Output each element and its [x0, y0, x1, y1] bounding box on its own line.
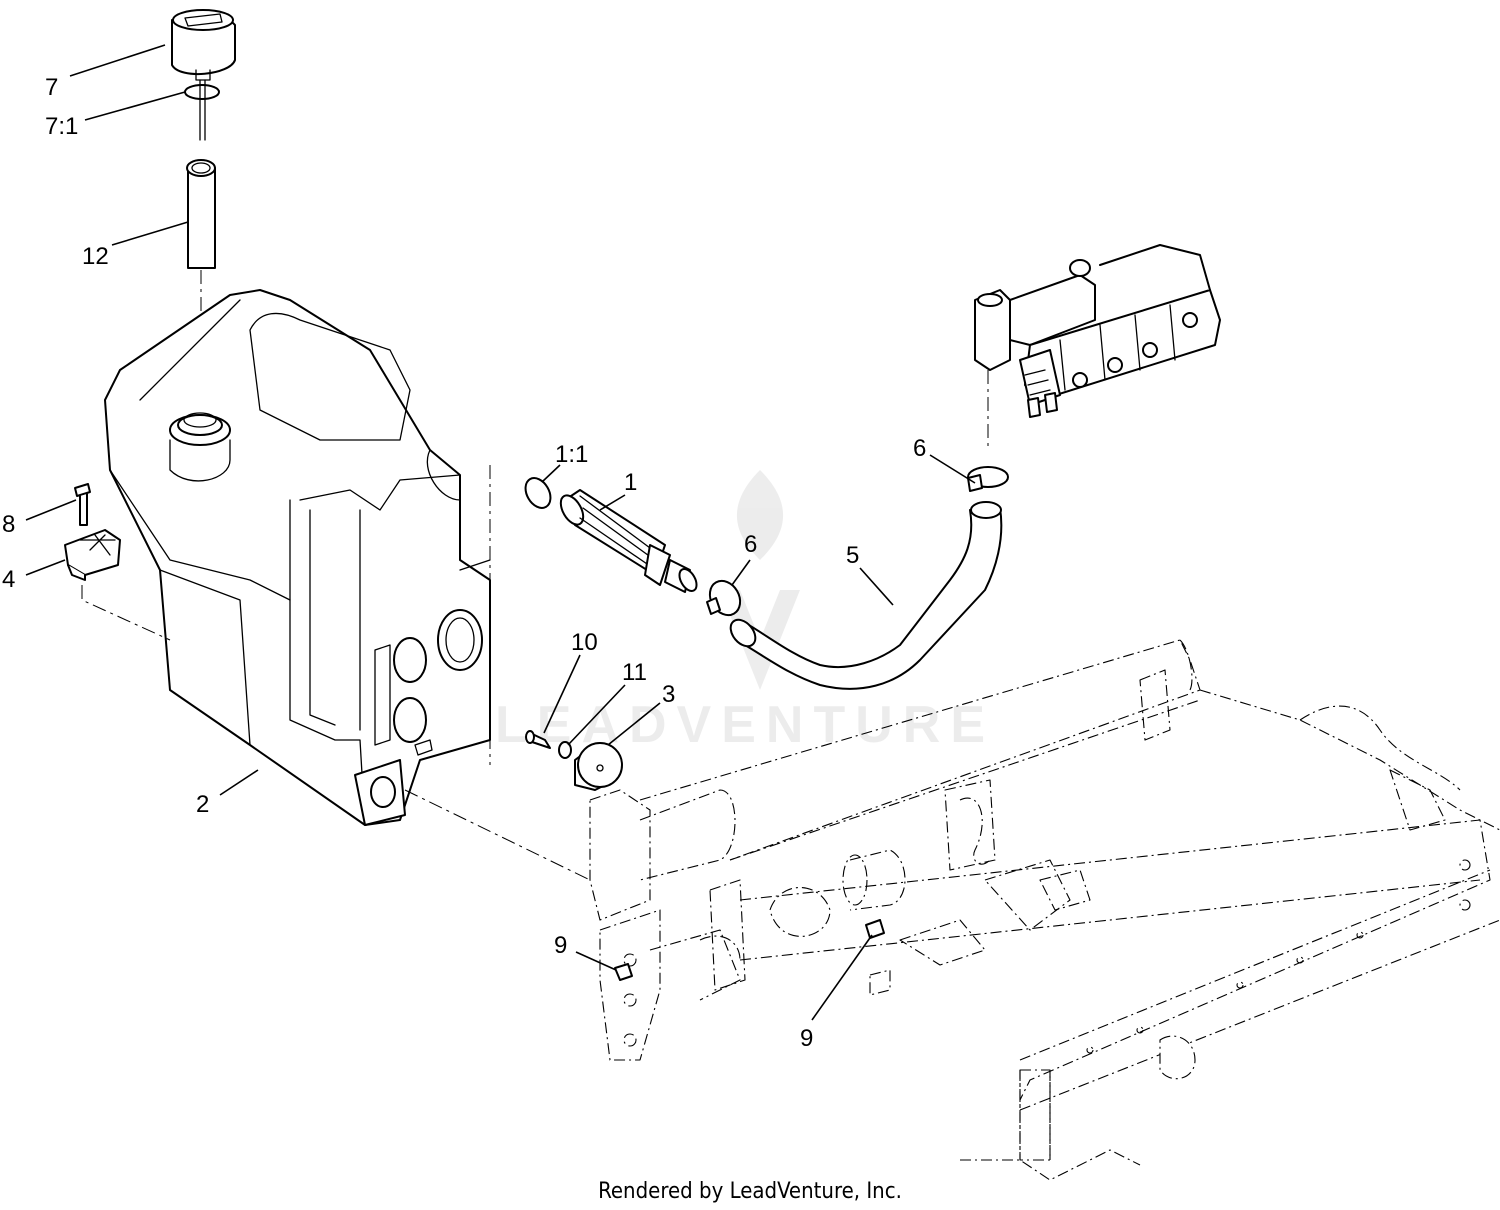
callout-8: 8: [2, 511, 15, 538]
item-7-1-o-ring: [184, 79, 220, 141]
leader-lines: [25, 44, 976, 1021]
hydraulic-pump-assembly: [974, 244, 1221, 418]
item-8-bolt: [74, 483, 91, 526]
callout-10: 10: [571, 629, 598, 656]
callout-12: 12: [82, 243, 109, 270]
callout-6-upper: 6: [913, 435, 926, 462]
callout-7-1: 7:1: [45, 113, 78, 140]
item-11-washer: [558, 741, 572, 759]
callout-4: 4: [2, 566, 15, 593]
item-1-1-o-ring: [524, 477, 552, 509]
callout-6-lower: 6: [744, 531, 757, 558]
watermark: LEADVENTURE: [495, 470, 995, 754]
callout-11: 11: [622, 659, 647, 686]
item-4-bracket: [64, 529, 121, 581]
item-10-bolt: [525, 730, 551, 749]
item-7-fill-cap: [171, 9, 236, 81]
callout-9-right: 9: [800, 1025, 813, 1052]
callout-7: 7: [45, 74, 58, 101]
callout-9-left: 9: [554, 932, 567, 959]
item-12-filler-tube: [186, 159, 216, 269]
item-5-hose: [729, 501, 1003, 690]
item-6-hose-clamp-upper: [967, 466, 1009, 492]
item-3-isolator-mount: [574, 742, 623, 791]
item-1-suction-filter: [559, 489, 698, 593]
callout-5: 5: [846, 542, 859, 569]
rendered-by-footer: Rendered by LeadVenture, Inc.: [598, 1179, 902, 1204]
chassis-frame: [589, 639, 1500, 1181]
callout-2: 2: [196, 791, 209, 818]
callout-1-1: 1:1: [555, 441, 588, 468]
tank-mount-line: [404, 789, 591, 881]
bracket-mount-line: [81, 585, 171, 641]
item-6-hose-clamp-lower: [706, 579, 742, 617]
item-9-nut-right: [865, 919, 885, 939]
item-2-hydraulic-tank: [104, 289, 491, 826]
callout-1: 1: [624, 469, 637, 496]
callout-3: 3: [662, 681, 675, 708]
item-9-nut-left: [614, 963, 633, 981]
watermark-text: LEADVENTURE: [495, 696, 995, 754]
callout-labels: 7 7:1 12 8 4 2 1:1 1 6 6 5 10 11 3 9 9: [2, 74, 926, 1052]
